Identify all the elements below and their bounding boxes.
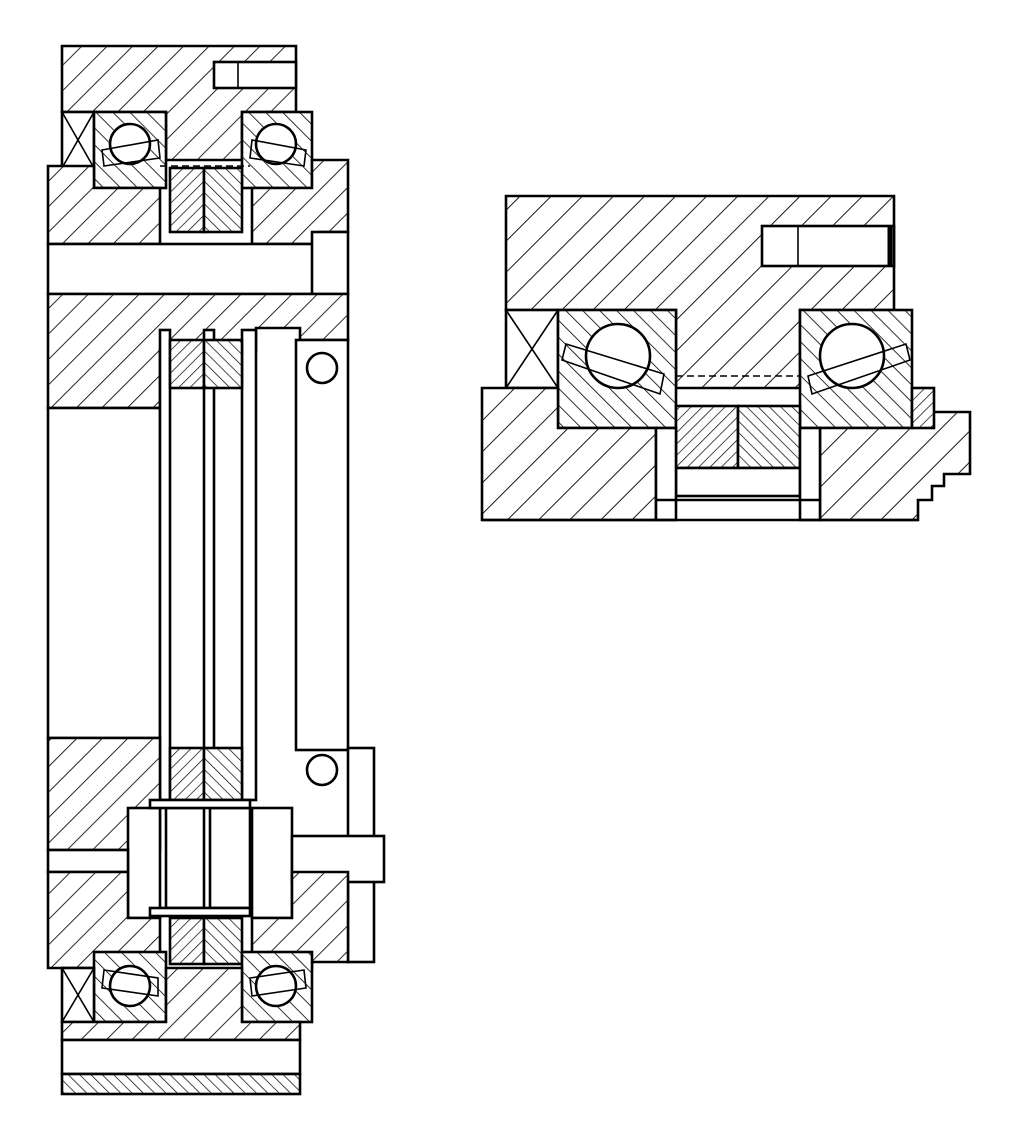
gear-segment-top-b [202, 166, 244, 234]
shaft-top [46, 242, 322, 296]
central-bore [46, 406, 162, 740]
small-ball-lower [305, 753, 339, 787]
ball-top-left [108, 122, 152, 166]
detail-gear-segment-a [674, 404, 740, 470]
main-section-view [46, 44, 386, 1096]
inner-hub-bottom [46, 870, 162, 970]
housing-bottom-plate [60, 1038, 302, 1076]
bolt-hole-top [212, 60, 298, 90]
detail-ball-right [818, 322, 886, 390]
seal-bottom [60, 966, 96, 1024]
small-ball-upper [305, 351, 339, 385]
detail-section-view [480, 194, 972, 522]
seal-top [60, 110, 96, 170]
gear-segment-mid-b [202, 338, 244, 390]
housing-bottom-rim [60, 1072, 302, 1096]
gear-segment-low-b [202, 746, 244, 802]
roller-bearing-lower [126, 798, 294, 920]
detail-gear-segment-b [736, 404, 802, 470]
detail-seal [504, 308, 560, 390]
gear-segment-low-a [168, 746, 206, 802]
detail-ball-left [584, 322, 652, 390]
gear-segment-mid-a [168, 338, 206, 390]
detail-bolt-hole [760, 224, 896, 268]
gear-segment-top-a [168, 166, 206, 234]
detail-end-flange [818, 410, 972, 522]
